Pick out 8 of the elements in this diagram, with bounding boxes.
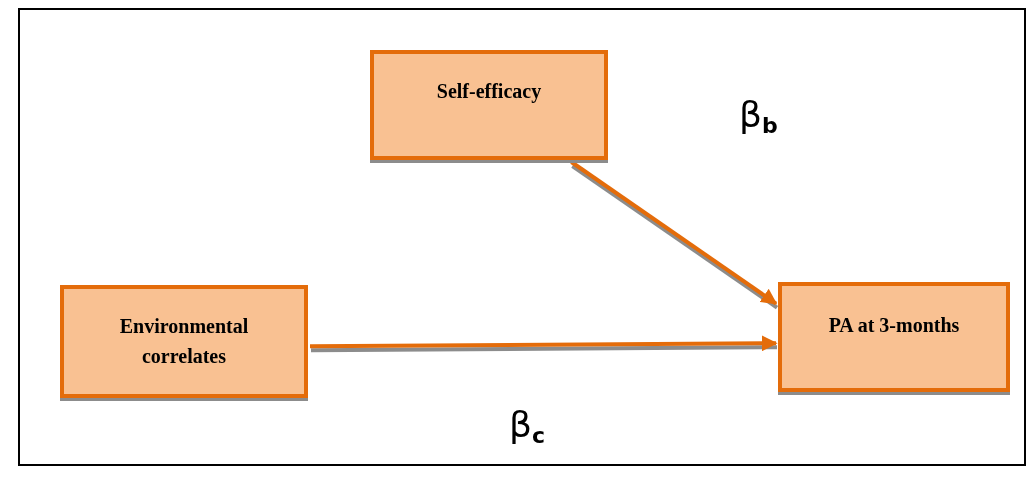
arrow: [310, 335, 778, 353]
box-label: PA at 3-months: [828, 313, 960, 338]
arrow: [570, 160, 779, 310]
process-box: [60, 285, 308, 398]
box-label: Self-efficacy: [436, 79, 542, 105]
process-box: [370, 50, 608, 160]
box-label: Environmental correlates: [118, 314, 250, 369]
process-box: [778, 282, 1010, 392]
